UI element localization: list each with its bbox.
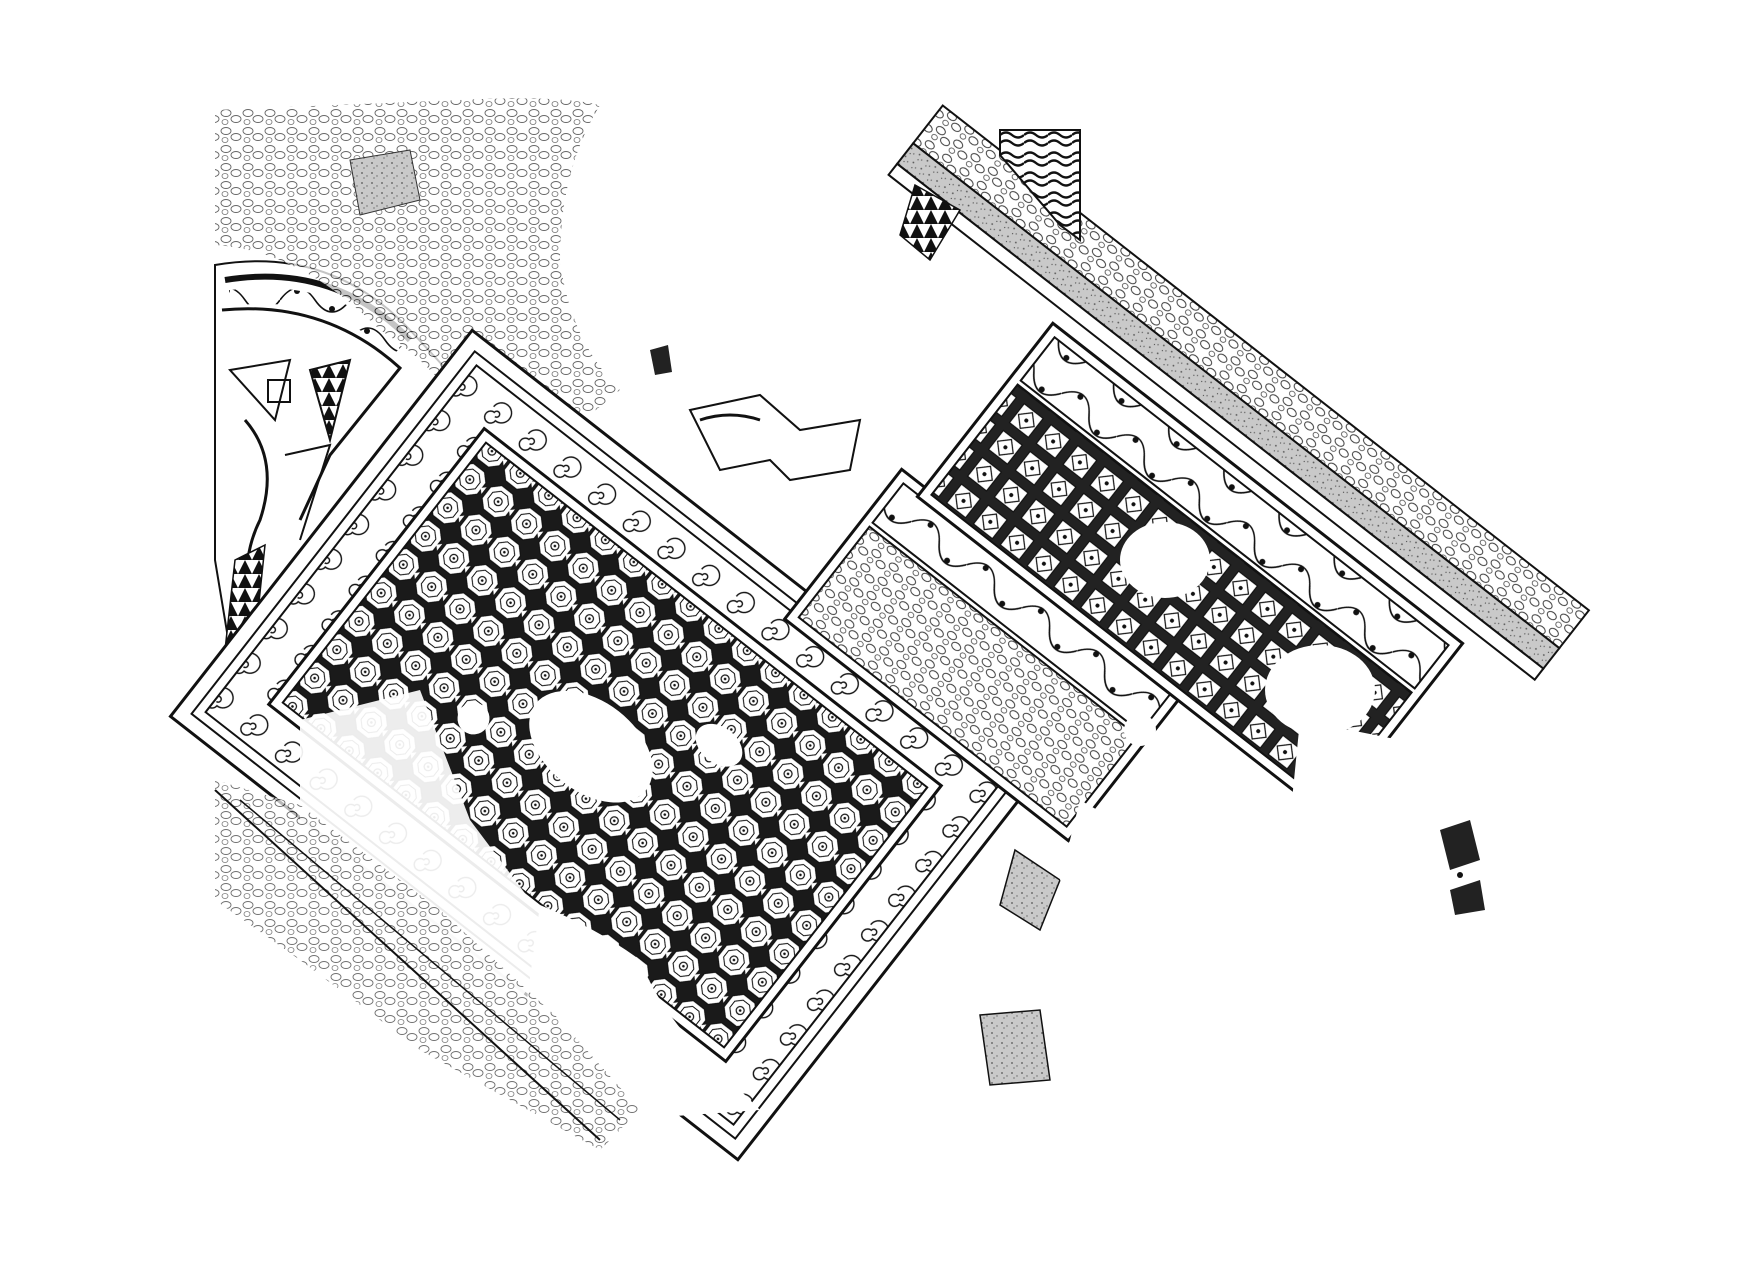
- pelta-border-panel: [782, 467, 1188, 1086]
- square-lattice-panel: [915, 321, 1465, 950]
- scattered-fragments: [650, 345, 1485, 915]
- pebble-floor-upper: [215, 98, 620, 440]
- octagon-grid-panel: [168, 328, 1042, 1162]
- outer-frieze-band: [887, 104, 1591, 682]
- pebble-border-lower: [214, 780, 640, 1150]
